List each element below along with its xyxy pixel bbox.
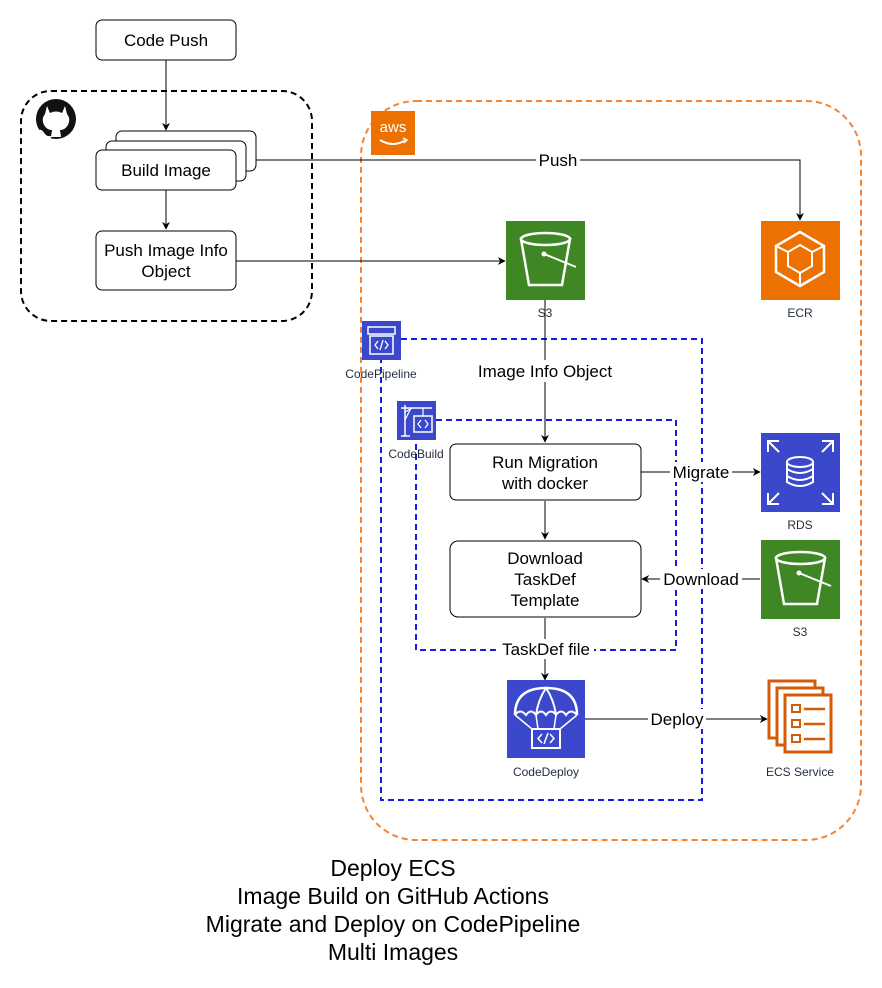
- aws-cloud-group: [360, 100, 862, 841]
- download-taskdef-line-3: Template: [511, 591, 580, 610]
- s3-top-label: S3: [538, 306, 553, 320]
- edge-label-download: Download: [663, 570, 739, 589]
- run-migration-node: Run Migration with docker: [449, 443, 642, 501]
- build-image-label: Build Image: [121, 161, 211, 180]
- ecr-label: ECR: [787, 306, 813, 320]
- title-line-3: Migrate and Deploy on CodePipeline: [206, 911, 581, 937]
- edge-label-deploy: Deploy: [651, 710, 704, 729]
- service-list-icon: [767, 679, 833, 754]
- title-line-4: Multi Images: [328, 939, 458, 965]
- download-taskdef-line-2: TaskDef: [514, 570, 576, 589]
- rds-label: RDS: [787, 518, 812, 532]
- s3-top-service: S3: [506, 221, 585, 320]
- title-line-2: Image Build on GitHub Actions: [237, 883, 549, 909]
- codedeploy-label: CodeDeploy: [513, 765, 579, 779]
- build-crane-icon: [397, 401, 436, 440]
- ecr-service: ECR: [761, 221, 840, 320]
- download-taskdef-line-1: Download: [507, 549, 583, 568]
- build-image-node: Build Image: [95, 130, 257, 191]
- edge-label-image-info-object: Image Info Object: [478, 362, 612, 381]
- ecs-service-label: ECS Service: [766, 765, 834, 779]
- s3-bottom-service: S3: [761, 540, 840, 639]
- code-push-label: Code Push: [124, 31, 208, 50]
- edge-label-push: Push: [539, 151, 578, 170]
- title-line-1: Deploy ECS: [330, 855, 455, 881]
- code-push-node: Code Push: [95, 19, 237, 61]
- codepipeline-service: CodePipeline: [345, 321, 417, 381]
- github-icon: [36, 99, 76, 139]
- codebuild-service: CodeBuild: [388, 401, 444, 461]
- codebuild-label: CodeBuild: [388, 447, 443, 461]
- aws-logo-icon: aws: [371, 111, 415, 155]
- edge-push-ecr: [256, 159, 804, 221]
- push-image-info-node: Push Image Info Object: [95, 230, 237, 291]
- diagram-title: Deploy ECS Image Build on GitHub Actions…: [206, 855, 581, 965]
- push-image-info-line-1: Push Image Info: [104, 241, 228, 260]
- rds-service: RDS: [761, 433, 840, 532]
- s3-bottom-label: S3: [793, 625, 808, 639]
- download-taskdef-node: Download TaskDef Template: [449, 540, 642, 618]
- run-migration-line-2: with docker: [501, 474, 588, 493]
- edge-label-migrate: Migrate: [673, 463, 730, 482]
- push-image-info-line-2: Object: [141, 262, 190, 281]
- codepipeline-label: CodePipeline: [345, 367, 417, 381]
- aws-badge-text: aws: [380, 119, 407, 136]
- run-migration-line-1: Run Migration: [492, 453, 598, 472]
- edge-label-taskdef-file: TaskDef file: [502, 640, 590, 659]
- ecs-service: ECS Service: [766, 679, 834, 779]
- codedeploy-service: CodeDeploy: [507, 680, 585, 779]
